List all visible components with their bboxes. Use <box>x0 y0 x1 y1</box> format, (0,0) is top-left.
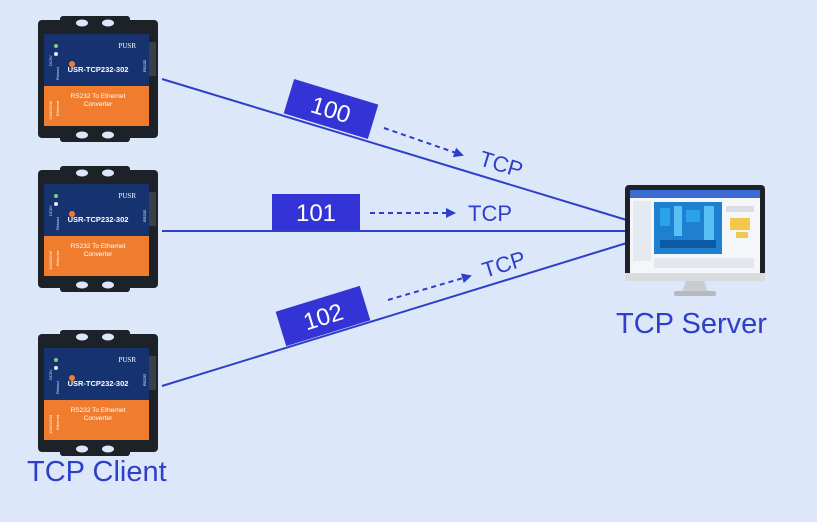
link-line-102 <box>161 241 631 387</box>
connection-tag-101: 101 <box>272 194 360 230</box>
protocol-label-101: TCP <box>468 201 512 226</box>
direction-arrows <box>370 127 472 301</box>
device-desc-1: RS232 To Ethernet <box>71 407 126 414</box>
device-side-text-1: DC5V <box>48 205 53 216</box>
tcp-server-label: TCP Server <box>616 308 767 340</box>
link-line-100 <box>161 78 631 222</box>
device-side-text-1: DC5V <box>48 369 53 380</box>
device-1: PUSR USR-TCP232-302 RS232 To Ethernet Co… <box>38 16 158 142</box>
tcp-client-label: TCP Client <box>27 456 167 488</box>
device-side-text-2: Reload <box>55 381 60 394</box>
device-side-text-3: 10M/100M <box>48 415 53 434</box>
device-desc-2: Converter <box>84 101 113 108</box>
device-desc-1: RS232 To Ethernet <box>71 93 126 100</box>
device-3: PUSR USR-TCP232-302 RS232 To Ethernet Co… <box>38 330 158 456</box>
device-side-text-1: DC5V <box>48 55 53 66</box>
device-model: USR-TCP232-302 <box>68 215 129 224</box>
device-desc-2: Converter <box>84 415 113 422</box>
connection-id-101: 101 <box>296 200 336 227</box>
arrow-102 <box>387 273 472 301</box>
device-brand: PUSR <box>118 192 136 200</box>
device-side-text-2: Reload <box>55 217 60 230</box>
device-side-text-4: Ethernet <box>55 250 60 266</box>
server-monitor <box>625 185 765 296</box>
device-desc-1: RS232 To Ethernet <box>71 243 126 250</box>
device-port-label: RS232 <box>142 373 147 386</box>
connection-tag-100: 100 <box>283 78 379 140</box>
device-model: USR-TCP232-302 <box>68 65 129 74</box>
arrow-100 <box>383 127 464 158</box>
device-side-text-4: Ethernet <box>55 414 60 430</box>
device-model: USR-TCP232-302 <box>68 379 129 388</box>
device-brand: PUSR <box>118 356 136 364</box>
device-desc-2: Converter <box>84 251 113 258</box>
device-2: PUSR USR-TCP232-302 RS232 To Ethernet Co… <box>38 166 158 292</box>
device-side-text-2: Reload <box>55 67 60 80</box>
device-side-text-3: 10M/100M <box>48 251 53 270</box>
device-brand: PUSR <box>118 42 136 50</box>
device-side-text-4: Ethernet <box>55 100 60 116</box>
protocol-label-102: TCP <box>479 246 528 283</box>
device-port-label: RS232 <box>142 59 147 72</box>
device-port-label: RS232 <box>142 209 147 222</box>
connection-lines <box>161 78 631 387</box>
device-side-text-3: 10M/100M <box>48 101 53 120</box>
